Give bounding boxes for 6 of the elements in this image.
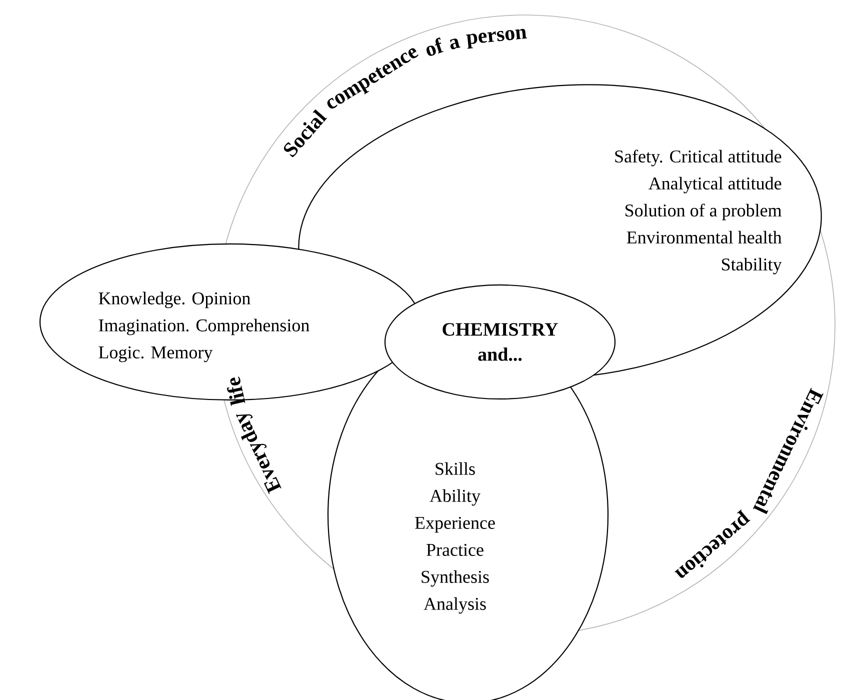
node-label: Experience <box>415 516 495 533</box>
node-label: Practice <box>426 544 484 556</box>
node-label: Ability <box>430 489 480 506</box>
node-label: Synthesis <box>422 570 489 587</box>
node-label: Skills <box>436 462 475 475</box>
node-label: Analysis <box>424 597 486 614</box>
